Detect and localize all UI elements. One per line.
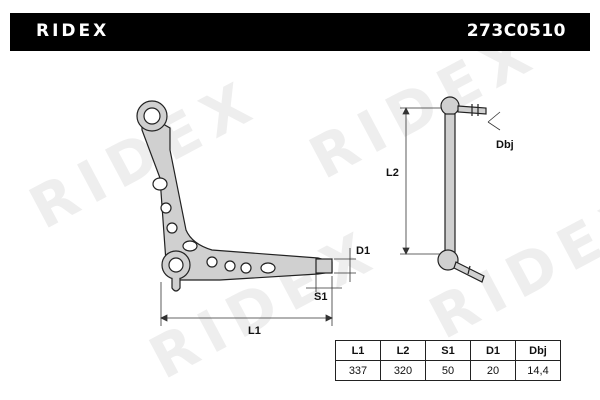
spec-value-cell: 337 (335, 360, 381, 381)
arm-hole (206, 256, 218, 268)
arm-hole (160, 202, 172, 214)
arm-hole (224, 260, 236, 272)
arm-hole (152, 177, 168, 191)
dbj-dimension-line (487, 111, 501, 123)
ball-joint-inner (168, 257, 184, 273)
arm-hole (166, 222, 178, 234)
spec-header-cell: L1 (335, 340, 381, 361)
link-dimensions (400, 107, 501, 255)
ball-joint-stud (171, 278, 181, 292)
spec-table: L1 L2 S1 D1 Dbj 337 320 50 20 14,4 (335, 340, 561, 381)
spec-value-cell: 14,4 (515, 360, 561, 381)
arm-hole (240, 262, 252, 274)
stabilizer-link (437, 96, 487, 283)
s1-label: S1 (314, 291, 327, 303)
spec-value-row: 337 320 50 20 14,4 (335, 360, 561, 381)
arm-hole (260, 262, 276, 274)
spec-value-cell: 20 (470, 360, 516, 381)
header-bar: RIDEX 273C0510 (10, 13, 590, 51)
link-rod (444, 113, 456, 253)
top-bushing-inner (143, 107, 161, 125)
spec-value-cell: 320 (380, 360, 426, 381)
link-top-joint (440, 96, 460, 116)
spec-header-cell: S1 (425, 340, 471, 361)
link-bottom-joint (437, 249, 459, 271)
spec-header-cell: L2 (380, 340, 426, 361)
shaft-end (315, 258, 333, 274)
l2-label: L2 (386, 167, 399, 179)
l1-label: L1 (248, 325, 261, 337)
spec-value-cell: 50 (425, 360, 471, 381)
brand-logo: RIDEX (36, 21, 110, 41)
arm-dimensions (160, 248, 356, 326)
control-arm (136, 100, 333, 292)
arm-hole (182, 240, 198, 252)
d1-label: D1 (356, 245, 370, 257)
spec-header-cell: D1 (470, 340, 516, 361)
part-number: 273C0510 (466, 21, 566, 41)
spec-header-row: L1 L2 S1 D1 Dbj (335, 340, 561, 361)
spec-header-cell: Dbj (515, 340, 561, 361)
dbj-label: Dbj (496, 139, 514, 151)
